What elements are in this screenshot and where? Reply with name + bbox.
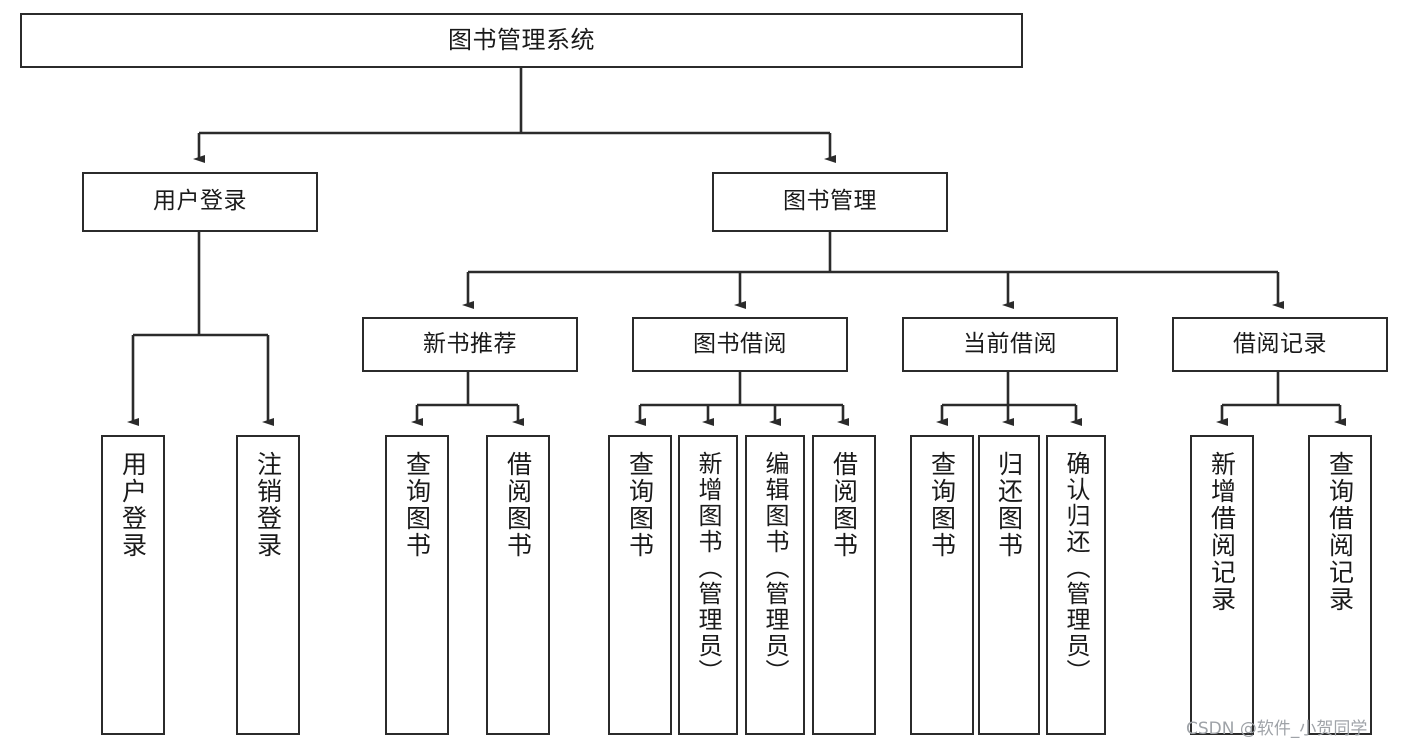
node-label: 归还图书 xyxy=(994,451,1024,559)
node-label: 当前借阅 xyxy=(963,330,1057,357)
leaf-node-confirm-return-admin[interactable]: 确认归还（管理员） xyxy=(1046,435,1106,735)
leaf-node-query-book-recommend[interactable]: 查询图书 xyxy=(385,435,449,735)
leaf-node-query-book-current[interactable]: 查询图书 xyxy=(910,435,974,735)
node-label: 借阅图书 xyxy=(829,451,859,559)
node-current-borrow[interactable]: 当前借阅 xyxy=(902,317,1118,372)
node-user-login[interactable]: 用户登录 xyxy=(82,172,318,232)
node-label: 图书借阅 xyxy=(693,330,787,357)
node-root-book-management-system[interactable]: 图书管理系统 xyxy=(20,13,1023,68)
leaf-node-add-book-admin[interactable]: 新增图书（管理员） xyxy=(678,435,738,735)
leaf-node-query-book-borrow[interactable]: 查询图书 xyxy=(608,435,672,735)
leaf-node-logout[interactable]: 注销登录 xyxy=(236,435,300,735)
node-label: 用户登录 xyxy=(118,451,148,559)
node-label: 借阅记录 xyxy=(1233,330,1327,357)
node-book-management[interactable]: 图书管理 xyxy=(712,172,948,232)
node-label: 编辑图书（管理员） xyxy=(761,451,789,685)
node-label: 图书管理系统 xyxy=(448,26,595,55)
leaf-node-add-borrow-record[interactable]: 新增借阅记录 xyxy=(1190,435,1254,735)
leaf-node-borrow-book-recommend[interactable]: 借阅图书 xyxy=(486,435,550,735)
node-label: 注销登录 xyxy=(253,451,283,559)
node-label: 新增图书（管理员） xyxy=(694,451,722,685)
node-label: 确认归还（管理员） xyxy=(1062,451,1090,685)
node-book-borrow[interactable]: 图书借阅 xyxy=(632,317,848,372)
node-new-book-recommend[interactable]: 新书推荐 xyxy=(362,317,578,372)
leaf-node-return-book[interactable]: 归还图书 xyxy=(978,435,1040,735)
node-label: 用户登录 xyxy=(153,188,247,215)
node-label: 图书管理 xyxy=(783,188,877,215)
node-label: 新增借阅记录 xyxy=(1207,451,1237,613)
node-label: 查询借阅记录 xyxy=(1325,451,1355,613)
node-label: 查询图书 xyxy=(927,451,957,559)
leaf-node-user-login[interactable]: 用户登录 xyxy=(101,435,165,735)
node-label: 新书推荐 xyxy=(423,330,517,357)
leaf-node-edit-book-admin[interactable]: 编辑图书（管理员） xyxy=(745,435,805,735)
leaf-node-query-borrow-record[interactable]: 查询借阅记录 xyxy=(1308,435,1372,735)
node-borrow-record[interactable]: 借阅记录 xyxy=(1172,317,1388,372)
csdn-watermark: CSDN @软件_小贺同学 xyxy=(1186,719,1368,739)
node-label: 查询图书 xyxy=(402,451,432,559)
node-label: 查询图书 xyxy=(625,451,655,559)
leaf-node-borrow-book[interactable]: 借阅图书 xyxy=(812,435,876,735)
node-label: 借阅图书 xyxy=(503,451,533,559)
